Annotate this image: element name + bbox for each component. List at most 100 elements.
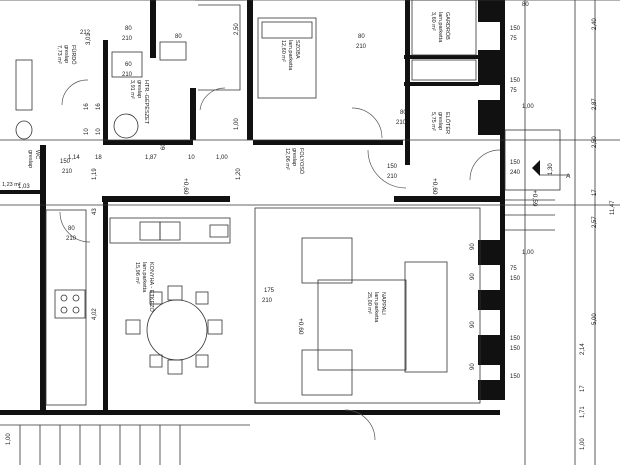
- room-label-konyha: KONYHA - ÉTKEZŐ lam.parketta 15,96 m²: [134, 262, 155, 313]
- svg-text:2,50: 2,50: [234, 23, 240, 35]
- level-entrance: +0,59: [531, 190, 538, 207]
- svg-text:210: 210: [62, 169, 73, 175]
- svg-text:210: 210: [122, 36, 133, 42]
- svg-text:17: 17: [592, 189, 598, 196]
- room-label-htr: HTR.-GÉPÉSZET greslap 3,91 m²: [129, 80, 150, 125]
- svg-text:90: 90: [470, 273, 476, 280]
- svg-text:75: 75: [510, 266, 517, 272]
- svg-text:1,00: 1,00: [234, 118, 240, 130]
- svg-text:210: 210: [387, 174, 398, 180]
- svg-text:210: 210: [262, 298, 273, 304]
- svg-text:16: 16: [84, 103, 90, 110]
- room-label-wc: WC greslap: [27, 150, 40, 168]
- svg-text:1,87: 1,87: [145, 155, 157, 161]
- svg-text:175: 175: [264, 288, 275, 294]
- svg-text:210: 210: [122, 72, 133, 78]
- svg-text:1,19: 1,19: [92, 168, 98, 180]
- svg-text:WC: WC: [34, 150, 40, 159]
- svg-text:80: 80: [522, 2, 529, 8]
- section-marker: A: [532, 160, 571, 180]
- level-markers: +0,60 +0,60 +0,60 +0,59: [182, 178, 538, 335]
- svg-text:80: 80: [175, 34, 182, 40]
- svg-text:11,47: 11,47: [610, 200, 616, 215]
- svg-text:150: 150: [510, 160, 521, 166]
- svg-text:80: 80: [68, 226, 75, 232]
- room-label-szoba: SZOBA lam.parketta 12,60 m²: [280, 40, 300, 71]
- svg-text:2,40: 2,40: [592, 18, 598, 30]
- structural-walls: [0, 0, 505, 415]
- svg-text:75: 75: [510, 88, 517, 94]
- room-label-gardrob: GARDRÓB lam.parketta 3,60 m²: [430, 12, 451, 43]
- svg-text:1,00: 1,00: [580, 438, 586, 450]
- svg-text:150: 150: [387, 164, 398, 170]
- svg-text:FOLYOSÓ: FOLYOSÓ: [298, 148, 305, 175]
- svg-text:150: 150: [510, 276, 521, 282]
- svg-text:12,60 m²: 12,60 m²: [280, 40, 286, 62]
- svg-text:ELŐTÉR: ELŐTÉR: [444, 112, 451, 134]
- svg-text:greslap: greslap: [291, 148, 297, 166]
- svg-text:2,87: 2,87: [592, 98, 598, 110]
- svg-text:1,14: 1,14: [68, 155, 80, 161]
- level-folyoso: +0,60: [182, 178, 189, 195]
- svg-text:3,91 m²: 3,91 m²: [129, 80, 135, 99]
- room-label-furdo: FÜRDŐ greslap 7,73 m²: [56, 45, 77, 65]
- level-eloter: +0,60: [431, 178, 438, 195]
- svg-text:2,14: 2,14: [580, 343, 586, 355]
- svg-text:HTR.-GÉPÉSZET: HTR.-GÉPÉSZET: [143, 80, 150, 125]
- svg-text:90: 90: [470, 363, 476, 370]
- room-area-wc: 1,23 m²: [2, 182, 21, 188]
- room-label-eloter: ELŐTÉR greslap 5,75 m²: [430, 112, 451, 134]
- svg-text:90: 90: [470, 321, 476, 328]
- svg-text:3,60 m²: 3,60 m²: [430, 12, 436, 31]
- svg-text:10: 10: [84, 128, 90, 135]
- svg-text:1,00: 1,00: [522, 104, 534, 110]
- svg-text:25,00 m²: 25,00 m²: [366, 292, 372, 314]
- svg-text:4,02: 4,02: [92, 308, 98, 320]
- svg-text:12,06 m²: 12,06 m²: [284, 148, 290, 170]
- svg-text:150: 150: [510, 346, 521, 352]
- svg-text:17: 17: [580, 385, 586, 392]
- svg-text:NAPPALI: NAPPALI: [380, 292, 386, 315]
- svg-text:16: 16: [96, 103, 102, 110]
- svg-text:10: 10: [188, 155, 195, 161]
- svg-text:210: 210: [66, 236, 77, 242]
- svg-text:212: 212: [80, 30, 91, 36]
- svg-text:1,00: 1,00: [522, 250, 534, 256]
- svg-text:150: 150: [510, 336, 521, 342]
- svg-text:240: 240: [510, 170, 521, 176]
- svg-text:1,03: 1,03: [18, 184, 30, 190]
- svg-text:1,00: 1,00: [216, 155, 228, 161]
- svg-text:GARDRÓB: GARDRÓB: [444, 12, 451, 40]
- svg-text:greslap: greslap: [27, 150, 33, 168]
- svg-text:90: 90: [470, 243, 476, 250]
- svg-text:210: 210: [356, 44, 367, 50]
- room-label-nappali: NAPPALI lam.parketta 25,00 m²: [366, 292, 386, 323]
- svg-text:80: 80: [400, 110, 407, 116]
- svg-text:150: 150: [60, 159, 71, 165]
- room-label-folyoso: FOLYOSÓ greslap 12,06 m²: [284, 148, 305, 175]
- room-labels: FÜRDŐ greslap 7,73 m² HTR.-GÉPÉSZET gres…: [2, 12, 451, 323]
- svg-text:2,50: 2,50: [592, 136, 598, 148]
- svg-text:1,00: 1,00: [6, 433, 12, 445]
- svg-text:10: 10: [96, 128, 102, 135]
- svg-text:1,71: 1,71: [580, 406, 586, 418]
- svg-text:15,96 m²: 15,96 m²: [134, 262, 140, 284]
- svg-text:80: 80: [358, 34, 365, 40]
- svg-text:lam.parketta: lam.parketta: [141, 262, 147, 293]
- svg-text:2,57: 2,57: [592, 216, 598, 228]
- svg-text:75: 75: [510, 36, 517, 42]
- svg-text:SZOBA: SZOBA: [294, 40, 300, 59]
- svg-text:KONYHA - ÉTKEZŐ: KONYHA - ÉTKEZŐ: [148, 262, 155, 313]
- svg-text:greslap: greslap: [136, 80, 142, 98]
- svg-text:5,75 m²: 5,75 m²: [430, 112, 436, 131]
- dimension-labels: 3,01 80 210 2,50 80 210 60 210 150 75 15…: [6, 2, 616, 450]
- svg-text:1,30: 1,30: [548, 163, 554, 175]
- svg-text:A: A: [566, 173, 571, 180]
- svg-text:7,73 m²: 7,73 m²: [56, 45, 62, 64]
- svg-text:1,20: 1,20: [236, 168, 242, 180]
- svg-text:greslap: greslap: [63, 45, 69, 63]
- svg-text:3,01: 3,01: [86, 33, 92, 45]
- svg-text:60: 60: [161, 143, 167, 150]
